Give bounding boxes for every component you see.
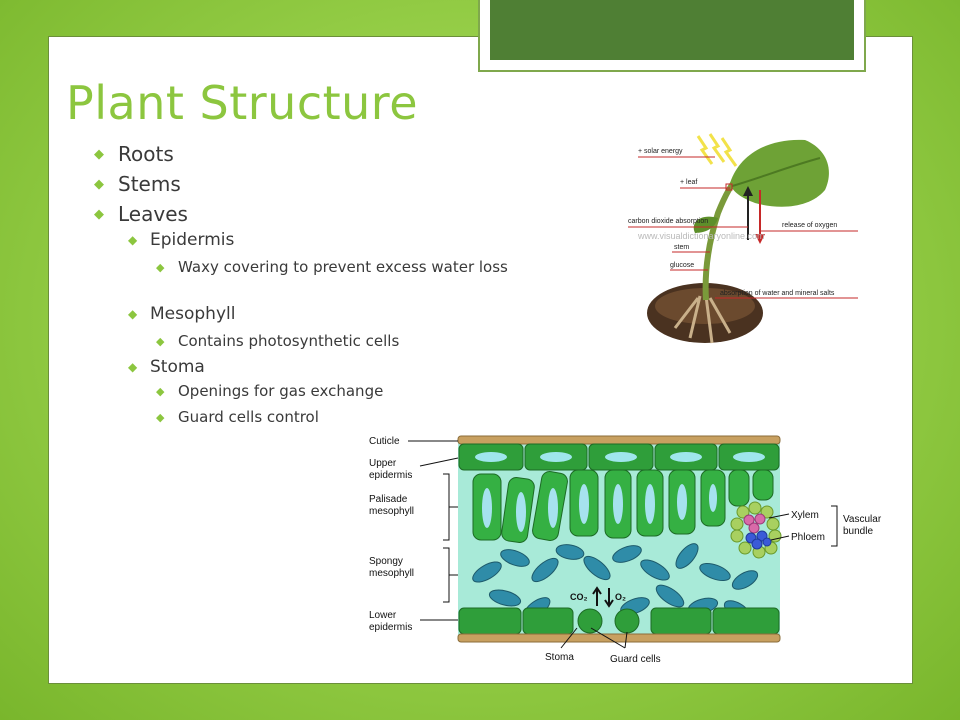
palisade-cells xyxy=(472,469,774,543)
label-co2-absorption: carbon dioxide absorption xyxy=(628,218,708,225)
bullet-marker-icon: ◆ xyxy=(128,233,138,247)
bullet-marker-icon: ◆ xyxy=(156,385,165,398)
bullet-marker-icon: ◆ xyxy=(156,335,165,348)
co2-arrow xyxy=(592,586,602,606)
label-spongy: Spongy xyxy=(369,556,403,567)
label-stoma: Stoma xyxy=(545,652,574,663)
label-guard-cells: Guard cells xyxy=(610,654,661,665)
roots xyxy=(673,295,732,344)
label-stem: stem xyxy=(674,244,689,251)
small-leaf xyxy=(693,216,718,233)
upper-epidermis-cells xyxy=(458,443,780,471)
label-vascular: Vascular xyxy=(843,514,882,525)
label-o2: O₂ xyxy=(615,592,626,602)
label-upper-epidermis: epidermis xyxy=(369,470,412,481)
leaf-cross-section-diagram: CO₂ O₂ Cuticle Upper epidermis Palisade … xyxy=(369,435,882,665)
decorative-frame xyxy=(478,0,866,72)
bullet-epidermis-detail: ◆Waxy covering to prevent excess water l… xyxy=(156,258,508,276)
bullet-marker-icon: ◆ xyxy=(94,177,104,192)
guard-cells xyxy=(577,608,640,634)
label-co2: CO₂ xyxy=(570,592,588,602)
bullet-mesophyll-detail: ◆Contains photosynthetic cells xyxy=(156,332,400,350)
label-water-absorption: absorption of water and mineral salts xyxy=(720,290,835,297)
slide-title: Plant Structure xyxy=(66,76,419,130)
label-xylem: Xylem xyxy=(791,510,819,521)
label-cuticle: Cuticle xyxy=(369,436,400,447)
bullet-epidermis: ◆Epidermis xyxy=(128,230,235,250)
label-bundle: bundle xyxy=(843,526,873,537)
plant-diagram: + solar energy + leaf carbon dioxide abs… xyxy=(628,133,858,344)
bullet-marker-icon: ◆ xyxy=(128,360,138,374)
label-lower: Lower xyxy=(369,610,397,621)
label-upper: Upper xyxy=(369,458,397,469)
bullet-marker-icon: ◆ xyxy=(156,411,165,424)
label-spongy-mesophyll: mesophyll xyxy=(369,568,414,579)
solar-rays xyxy=(696,133,738,167)
bullet-stoma-detail-1: ◆Openings for gas exchange xyxy=(156,382,384,400)
vascular-bundle xyxy=(730,501,782,559)
bullet-marker-icon: ◆ xyxy=(94,207,104,222)
bullet-leaves: ◆Leaves xyxy=(94,202,188,226)
big-leaf xyxy=(730,139,829,207)
label-lower-epidermis: epidermis xyxy=(369,622,412,633)
phloem-cells xyxy=(745,530,772,550)
bullet-stems: ◆Stems xyxy=(94,172,181,196)
label-oxygen-release: release of oxygen xyxy=(782,222,837,229)
bullet-stoma: ◆Stoma xyxy=(128,357,205,377)
bullet-marker-icon: ◆ xyxy=(94,147,104,162)
label-palisade: Palisade xyxy=(369,494,408,505)
label-glucose: glucose xyxy=(670,262,694,269)
bullet-stoma-detail-2: ◆Guard cells control xyxy=(156,408,319,426)
o2-arrow xyxy=(604,588,614,608)
label-solar-energy: + solar energy xyxy=(638,148,683,155)
watermark: www.visualdictionaryonline.com xyxy=(637,231,765,241)
label-palisade-mesophyll: mesophyll xyxy=(369,506,414,517)
xylem-cells xyxy=(743,513,766,534)
lower-cuticle xyxy=(457,633,781,643)
bullet-marker-icon: ◆ xyxy=(156,261,165,274)
bullet-marker-icon: ◆ xyxy=(128,307,138,321)
lower-epidermis-cells xyxy=(458,607,780,635)
label-leaf: + leaf xyxy=(680,179,697,186)
cuticle-layer xyxy=(457,435,781,445)
bullet-roots: ◆Roots xyxy=(94,142,174,166)
label-phloem: Phloem xyxy=(791,532,825,543)
bullet-mesophyll: ◆Mesophyll xyxy=(128,304,236,324)
